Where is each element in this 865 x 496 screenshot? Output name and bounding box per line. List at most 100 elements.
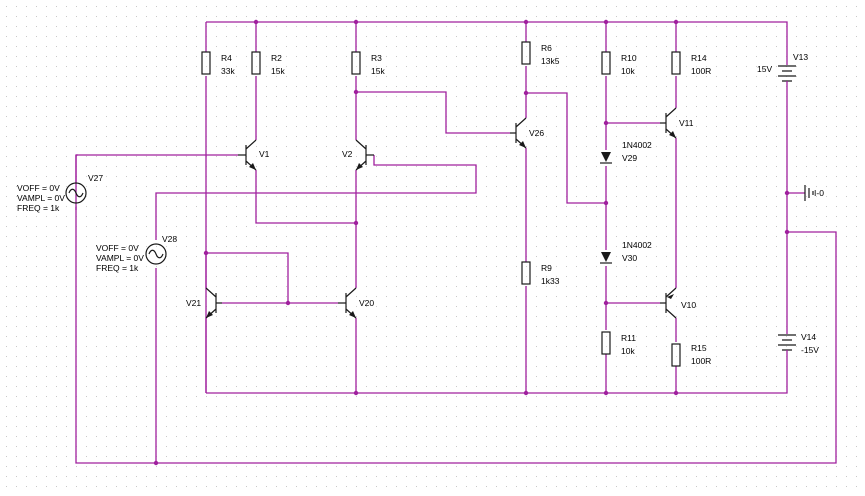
resistor-r4[interactable]: R4 33k: [201, 51, 235, 76]
diode-ref-label: V30: [622, 253, 637, 263]
resistor-value-label: 1k33: [541, 276, 560, 286]
resistor-value-label: 15k: [371, 66, 385, 76]
npn-symbol: [355, 139, 374, 171]
resistor-r3[interactable]: R3 15k: [351, 51, 385, 76]
diode-symbol: [601, 252, 611, 262]
resistor-ref-label: R11: [621, 333, 636, 343]
resistor-ref-label: R9: [541, 263, 552, 273]
source-param-label: FREQ = 1k: [17, 203, 60, 213]
resistor-value-label: 10k: [621, 346, 635, 356]
transistor-ref-label: V20: [359, 298, 374, 308]
resistor-body: [251, 51, 261, 75]
resistor-ref-label: R4: [221, 53, 232, 63]
npn-symbol: [510, 117, 527, 149]
pnp-symbol: [660, 287, 677, 319]
ac-source-symbol: [65, 182, 87, 204]
diode-symbol: [601, 152, 611, 162]
npn-symbol: [238, 139, 257, 171]
resistor-r10[interactable]: R10 10k: [601, 51, 637, 76]
resistor-ref-label: R3: [371, 53, 382, 63]
wire-bottom-rail[interactable]: [206, 362, 788, 394]
source-value-label: 15V: [757, 64, 772, 74]
source-ref-label: V27: [88, 173, 103, 183]
ac-source-v27[interactable]: V27 VOFF = 0V VAMPL = 0V FREQ = 1k: [17, 155, 103, 213]
npn-symbol: [660, 107, 677, 139]
resistor-value-label: 13k5: [541, 56, 560, 66]
resistor-body: [671, 343, 681, 367]
wire-top-rail[interactable]: [206, 21, 788, 65]
resistor-ref-label: R2: [271, 53, 282, 63]
diode-ref-label: V29: [622, 153, 637, 163]
transistor-v26[interactable]: V26: [510, 117, 544, 149]
battery-v13[interactable]: V13 15V: [757, 52, 808, 84]
battery-symbol: [778, 65, 796, 82]
battery-v14[interactable]: V14 -15V: [778, 330, 819, 362]
resistor-body: [601, 51, 611, 75]
ground-i0[interactable]: I-0: [804, 185, 824, 201]
resistor-value-label: 100R: [691, 66, 711, 76]
transistor-ref-label: V1: [259, 149, 270, 159]
resistor-value-label: 10k: [621, 66, 635, 76]
source-param-label: VAMPL = 0V: [17, 193, 65, 203]
resistor-r14[interactable]: R14 100R: [671, 51, 711, 76]
resistor-value-label: 15k: [271, 66, 285, 76]
resistor-body: [521, 41, 531, 65]
transistor-v21[interactable]: V21: [186, 287, 222, 319]
diode-v30[interactable]: 1N4002 V30: [600, 240, 652, 264]
resistor-r11[interactable]: R11 10k: [601, 331, 636, 356]
diode-part-label: 1N4002: [622, 140, 652, 150]
transistor-ref-label: V26: [529, 128, 544, 138]
resistor-r15[interactable]: R15 100R: [671, 343, 711, 367]
transistor-ref-label: V11: [679, 118, 694, 128]
source-param-label: VOFF = 0V: [96, 243, 139, 253]
transistor-v1[interactable]: V1: [238, 139, 270, 171]
transistor-ref-label: V10: [681, 300, 696, 310]
resistor-r9[interactable]: R9 1k33: [521, 261, 560, 286]
resistor-r6[interactable]: R6 13k5: [521, 41, 560, 66]
resistor-r2[interactable]: R2 15k: [251, 51, 285, 76]
resistor-ref-label: R10: [621, 53, 637, 63]
resistor-ref-label: R15: [691, 343, 707, 353]
source-param-label: FREQ = 1k: [96, 263, 139, 273]
transistor-v20[interactable]: V20: [338, 287, 374, 319]
wire-r6-to-diodes[interactable]: [526, 92, 606, 204]
resistor-body: [351, 51, 361, 75]
ac-source-symbol: [145, 243, 167, 265]
ground-label: I-0: [814, 188, 824, 198]
source-ref-label: V14: [801, 332, 816, 342]
resistor-ref-label: R6: [541, 43, 552, 53]
transistor-v11[interactable]: V11: [660, 107, 694, 139]
ac-source-v28[interactable]: V28 VOFF = 0V VAMPL = 0V FREQ = 1k: [96, 234, 177, 273]
npn-symbol: [338, 287, 357, 319]
diode-part-label: 1N4002: [622, 240, 652, 250]
source-param-label: VOFF = 0V: [17, 183, 60, 193]
source-param-label: VAMPL = 0V: [96, 253, 144, 263]
resistor-value-label: 33k: [221, 66, 235, 76]
wire-v28[interactable]: [155, 155, 477, 240]
sine-icon: [148, 249, 164, 259]
wire-mirror[interactable]: [206, 252, 338, 304]
transistor-v2[interactable]: V2: [342, 139, 374, 171]
junctions: [153, 19, 790, 466]
resistor-body: [201, 51, 211, 75]
npn-symbol: [205, 287, 222, 319]
resistor-body: [521, 261, 531, 285]
background-grid: [6, 6, 857, 487]
resistor-ref-label: R14: [691, 53, 707, 63]
battery-symbol: [778, 334, 796, 351]
source-value-label: -15V: [801, 345, 819, 355]
source-ref-label: V28: [162, 234, 177, 244]
sine-icon: [68, 188, 84, 198]
resistor-body: [601, 331, 611, 355]
resistor-body: [671, 51, 681, 75]
wire-r3-to-v26[interactable]: [356, 91, 510, 134]
ground-icon: [804, 185, 814, 201]
source-ref-label: V13: [793, 52, 808, 62]
transistor-v10[interactable]: V10: [660, 287, 696, 319]
transistor-ref-label: V2: [342, 149, 353, 159]
diode-v29[interactable]: 1N4002 V29: [600, 140, 652, 164]
resistor-value-label: 100R: [691, 356, 711, 366]
wire-v1-emitter[interactable]: [255, 170, 356, 224]
transistor-ref-label: V21: [186, 298, 201, 308]
